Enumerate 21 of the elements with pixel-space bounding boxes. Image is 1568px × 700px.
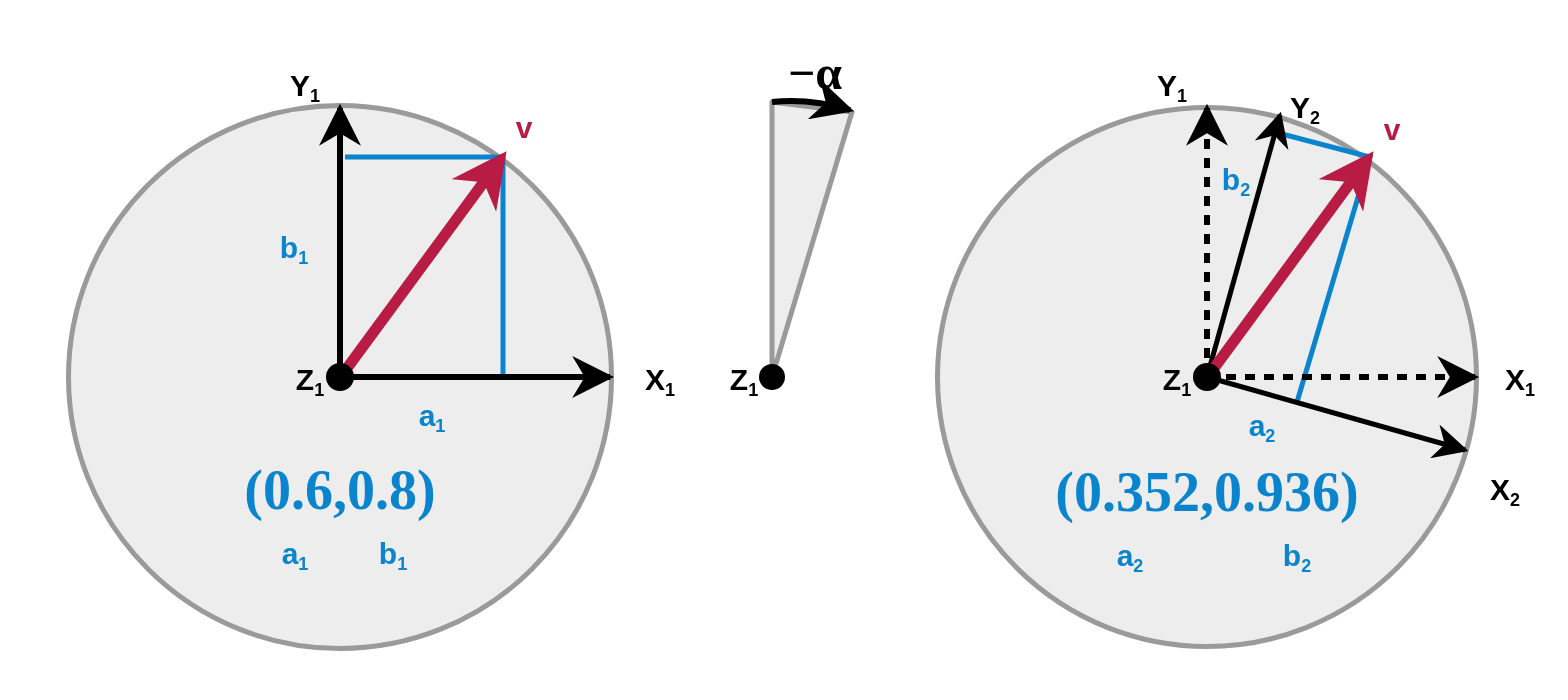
axis-label: v — [1383, 113, 1401, 147]
axis-label: Y$_{1}$ — [290, 68, 320, 108]
axis-label: a$_{1}$ — [418, 398, 446, 438]
axis-label: X$_{2}$ — [1490, 472, 1520, 512]
component-label: a$_{1}$ — [281, 536, 309, 576]
component-label: b$_{2}$ — [1282, 538, 1312, 578]
coordinate-text: (0.6,0.8) — [244, 458, 436, 522]
component-label: b$_{1}$ — [378, 536, 408, 576]
axis-label: b$_{1}$ — [279, 230, 309, 270]
axis-label: a$_{2}$ — [1248, 408, 1276, 448]
axis-label: b$_{2}$ — [1221, 162, 1251, 202]
axis-label: Y$_{2}$ — [1290, 90, 1320, 130]
axis-label: Z$_{1}$ — [295, 362, 325, 402]
axis-label: X$_{1}$ — [645, 362, 675, 402]
axis-label: Y$_{1}$ — [1157, 68, 1187, 108]
component-label: a$_{2}$ — [1116, 538, 1144, 578]
axis-label: v — [515, 111, 533, 145]
axis-label: X$_{1}$ — [1505, 362, 1535, 402]
coordinate-text: (0.352,0.936) — [1055, 460, 1359, 524]
axis-label: Z$_{1}$ — [729, 362, 759, 402]
axis-label: Z$_{1}$ — [1162, 362, 1192, 402]
